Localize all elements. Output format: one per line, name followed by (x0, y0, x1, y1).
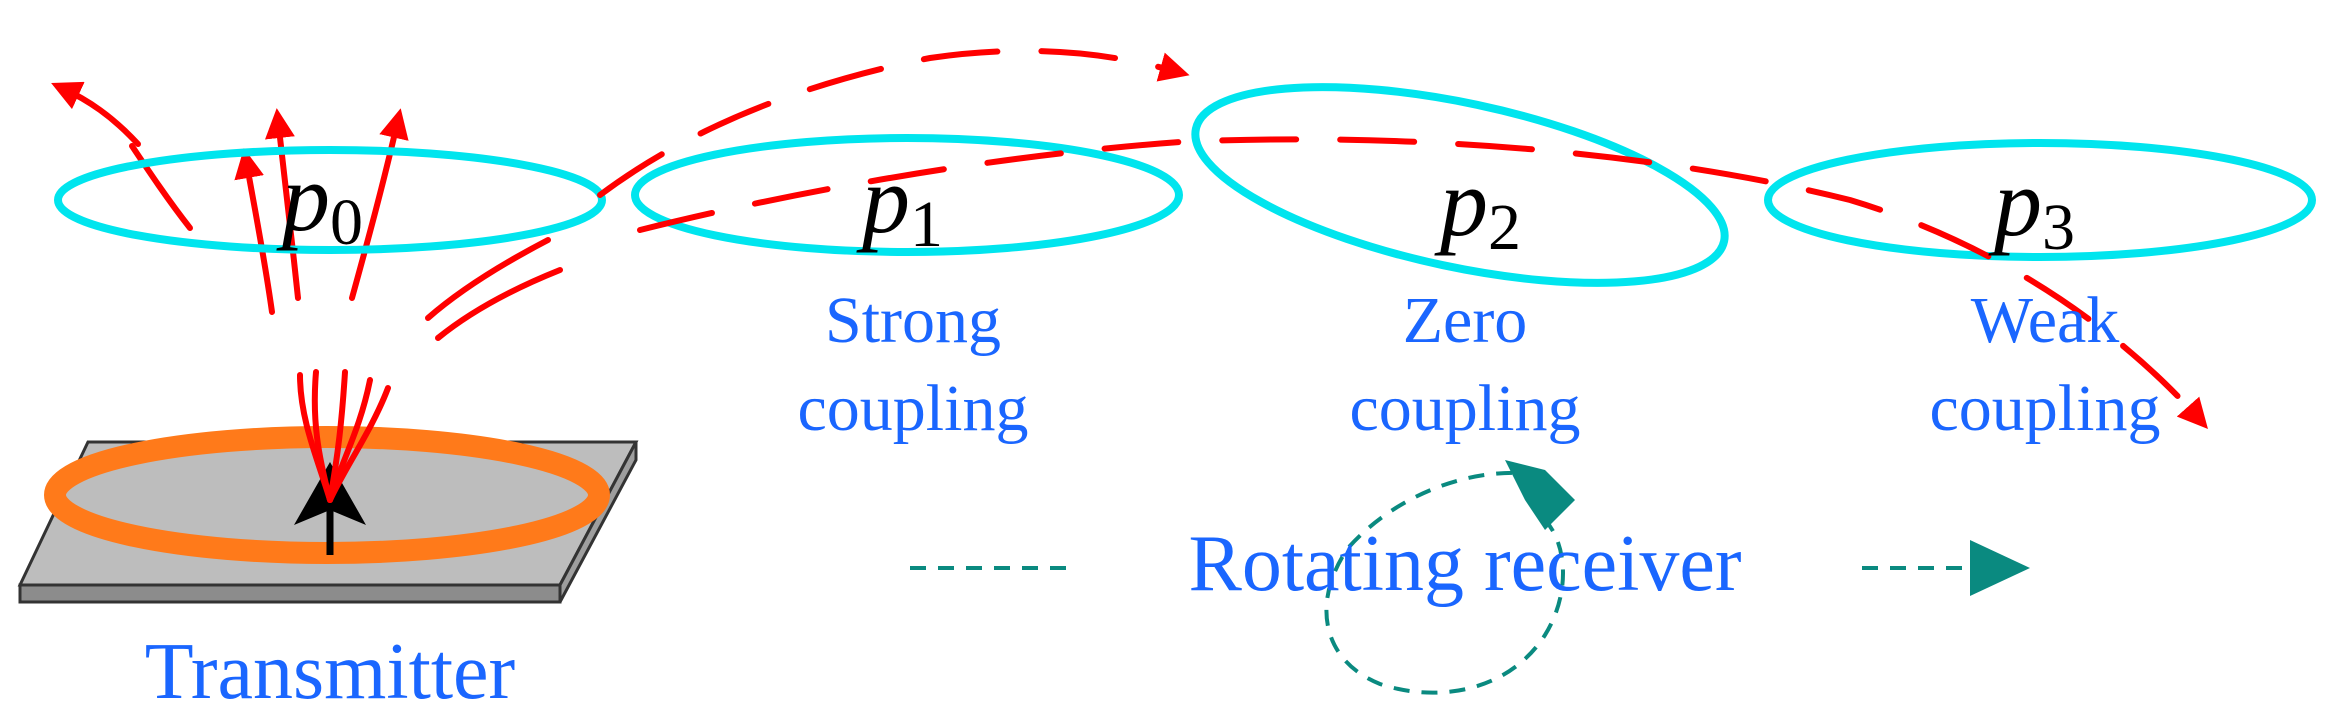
transmitter-label: Transmitter (145, 628, 515, 716)
receiver-ellipse-p1 (631, 134, 1183, 256)
field-lines-transmitter (51, 81, 563, 503)
receiver-ellipse-p3 (1764, 139, 2316, 261)
coupling-label-weak-line1: Weak (1971, 284, 2120, 357)
receiver-ellipse-p2 (1191, 83, 1729, 287)
position-label-p3: p3 (1988, 149, 2075, 264)
position-label-p2: p2 (1434, 149, 1521, 264)
coupling-label-zero-line1: Zero (1403, 284, 1528, 357)
coupling-label-weak-line2: coupling (1930, 372, 2161, 445)
coupling-label-strong-line2: coupling (798, 372, 1029, 445)
coupling-label-strong-line1: Strong (825, 284, 1001, 357)
position-label-p0: p0 (276, 144, 363, 259)
rotation-indicator (910, 460, 2030, 695)
field-lines-dashed (597, 47, 2208, 429)
coupling-label-zero-line2: coupling (1350, 372, 1581, 445)
position-label-p1: p1 (856, 146, 943, 261)
receiver-ellipse-p0 (54, 146, 606, 254)
rotating-receiver-label: Rotating receiver (1188, 520, 1741, 608)
